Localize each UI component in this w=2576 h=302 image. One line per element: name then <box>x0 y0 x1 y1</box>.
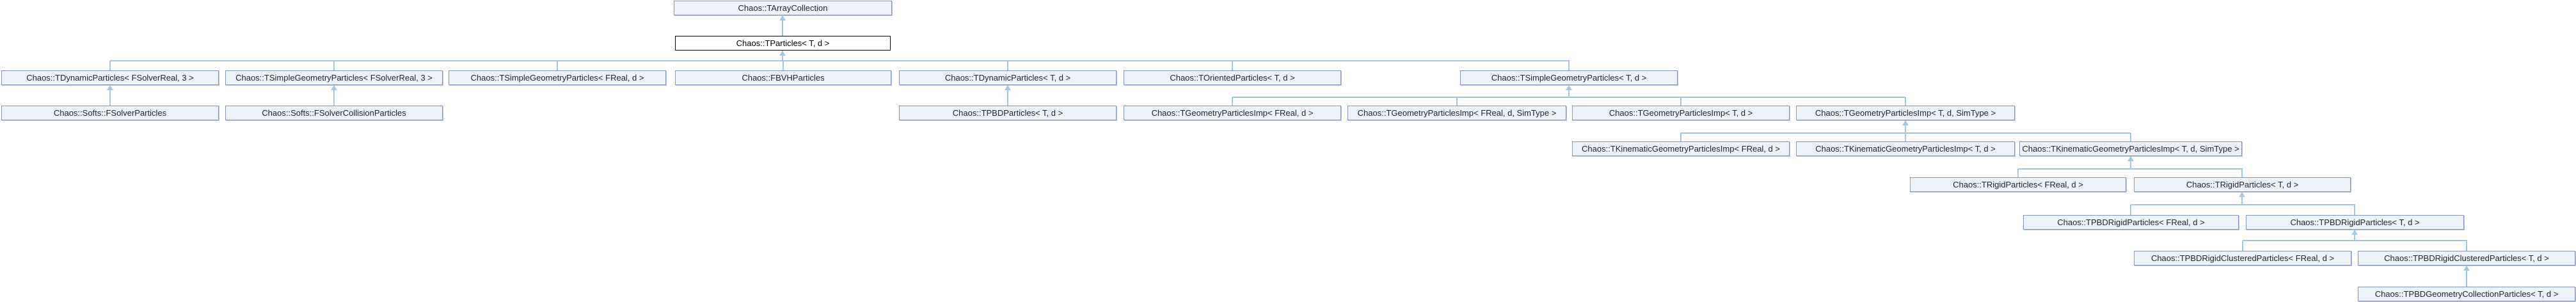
arrow-up-icon <box>2239 192 2245 197</box>
inheritance-edge-bus <box>2243 240 2467 241</box>
arrow-up-icon <box>1566 85 1572 90</box>
inheritance-edge-line <box>2130 133 2131 141</box>
inheritance-edge-line <box>1905 120 1906 133</box>
inheritance-edge-line <box>109 85 111 106</box>
class-node-trigidparticles-t-d[interactable]: Chaos::TRigidParticles< T, d > <box>2134 177 2351 192</box>
class-node-tdynamicparticles-t-d[interactable]: Chaos::TDynamicParticles< T, d > <box>899 70 1117 85</box>
inheritance-edge-line <box>2130 205 2131 215</box>
inheritance-edge-line <box>1232 61 1233 70</box>
inheritance-edge-line <box>333 85 335 106</box>
inheritance-edge-line <box>1680 133 1682 141</box>
class-node-tgeometryparticlesimp-freal-d-simtype[interactable]: Chaos::TGeometryParticlesImp< FReal, d, … <box>1348 106 1566 120</box>
arrow-up-icon <box>2127 156 2134 161</box>
inheritance-edge-line <box>333 61 335 70</box>
inheritance-edge-line <box>1680 97 1682 106</box>
inheritance-edge-line <box>2466 241 2467 251</box>
class-node-tpbdrigidclusteredparticles-freal-d[interactable]: Chaos::TPBDRigidClusteredParticles< FRea… <box>2134 251 2351 266</box>
class-node-tgeometryparticlesimp-freal-d[interactable]: Chaos::TGeometryParticlesImp< FReal, d > <box>1124 106 1341 120</box>
class-node-tsimplegeometryparticles-fsolverreal-3[interactable]: Chaos::TSimpleGeometryParticles< FSolver… <box>225 70 443 85</box>
class-node-tkinematicgeometryparticlesimp-freal-d[interactable]: Chaos::TKinematicGeometryParticlesImp< F… <box>1572 141 1790 156</box>
inheritance-edge-line <box>2466 266 2467 287</box>
class-node-tpbdparticles-t-d[interactable]: Chaos::TPBDParticles< T, d > <box>899 106 1117 120</box>
inheritance-edge-line <box>1007 85 1008 106</box>
inheritance-edge-line <box>1905 97 1906 106</box>
inheritance-edge-line <box>109 61 111 70</box>
inheritance-edge-line <box>782 15 783 36</box>
inheritance-edge-line <box>782 51 783 61</box>
arrow-up-icon <box>107 85 113 90</box>
inheritance-edge-line <box>1456 97 1458 106</box>
class-node-tpbdrigidparticles-t-d[interactable]: Chaos::TPBDRigidParticles< T, d > <box>2246 215 2464 230</box>
class-node-softs-fsolvercollisionparticles[interactable]: Chaos::Softs::FSolverCollisionParticles <box>225 106 443 120</box>
class-node-tparticles-current[interactable]: Chaos::TParticles< T, d > <box>675 36 891 51</box>
class-node-tpbdrigidparticles-freal-d[interactable]: Chaos::TPBDRigidParticles< FReal, d > <box>2023 215 2239 230</box>
inheritance-edge-line <box>2017 169 2019 177</box>
class-node-tkinematicgeometryparticlesimp-t-d[interactable]: Chaos::TKinematicGeometryParticlesImp< T… <box>1796 141 2015 156</box>
inheritance-edge-line <box>2241 192 2243 205</box>
inheritance-edge-line <box>2354 205 2355 215</box>
class-node-tarraycollection[interactable]: Chaos::TArrayCollection <box>674 1 892 15</box>
class-node-tdynamicparticles-fsolverreal-3[interactable]: Chaos::TDynamicParticles< FSolverReal, 3… <box>1 70 219 85</box>
arrow-up-icon <box>1005 85 1011 90</box>
class-node-softs-fsolverparticles[interactable]: Chaos::Softs::FSolverParticles <box>1 106 219 120</box>
class-node-tgeometryparticlesimp-t-d[interactable]: Chaos::TGeometryParticlesImp< T, d > <box>1572 106 1790 120</box>
class-node-tsimplegeometryparticles-t-d[interactable]: Chaos::TSimpleGeometryParticles< T, d > <box>1460 70 1678 85</box>
inheritance-edge-bus <box>1232 97 1905 98</box>
inheritance-edge-line <box>783 61 784 70</box>
arrow-up-icon <box>779 15 786 20</box>
inheritance-edge-line <box>2130 156 2131 169</box>
class-node-tsimplegeometryparticles-freal-d[interactable]: Chaos::TSimpleGeometryParticles< FReal, … <box>449 70 666 85</box>
class-node-tkinematicgeometryparticlesimp-t-d-simtype[interactable]: Chaos::TKinematicGeometryParticlesImp< T… <box>2019 141 2242 156</box>
arrow-up-icon <box>331 85 337 90</box>
inheritance-edge-line <box>2241 169 2243 177</box>
arrow-up-icon <box>779 51 786 56</box>
inheritance-edge-bus <box>110 60 1570 61</box>
class-node-trigidparticles-freal-d[interactable]: Chaos::TRigidParticles< FReal, d > <box>1910 177 2126 192</box>
class-node-tgeometryparticlesimp-t-d-simtype[interactable]: Chaos::TGeometryParticlesImp< T, d, SimT… <box>1796 106 2015 120</box>
class-node-tpbdgeometrycollectionparticles-t-d[interactable]: Chaos::TPBDGeometryCollectionParticles< … <box>2358 287 2575 301</box>
inheritance-edge-line <box>1568 61 1570 70</box>
inheritance-edge-line <box>1905 133 1906 141</box>
inheritance-edge-line <box>1232 97 1233 106</box>
class-node-fbvhparticles[interactable]: Chaos::FBVHParticles <box>675 70 891 85</box>
inheritance-edge-line <box>1007 61 1008 70</box>
class-node-tpbdrigidclusteredparticles-t-d[interactable]: Chaos::TPBDRigidClusteredParticles< T, d… <box>2358 251 2575 266</box>
inheritance-edge-line <box>2354 230 2355 241</box>
inheritance-edge-bus <box>2018 168 2243 170</box>
inheritance-edge-line <box>2242 241 2243 251</box>
class-node-torientedparticles-t-d[interactable]: Chaos::TOrientedParticles< T, d > <box>1124 70 1341 85</box>
inheritance-edge-line <box>1568 85 1570 97</box>
arrow-up-icon <box>2351 230 2358 235</box>
inheritance-edge-bus <box>2131 204 2355 205</box>
inheritance-edge-line <box>557 61 558 70</box>
arrow-up-icon <box>2463 266 2470 271</box>
arrow-up-icon <box>1902 120 1909 125</box>
